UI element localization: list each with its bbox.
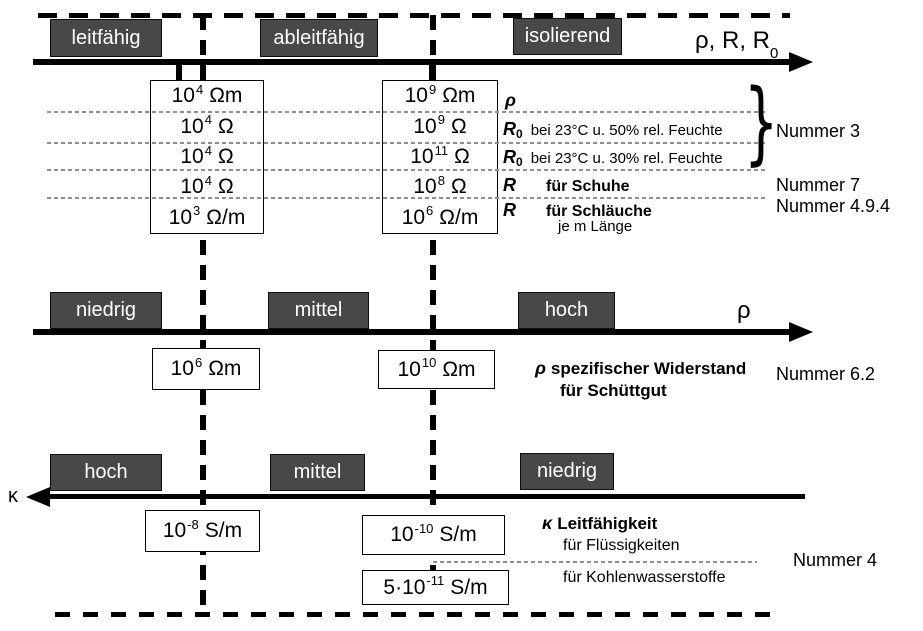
separator-kohlenwasserstoffe [433, 561, 757, 563]
zone-label-ableitfaehig: ableitfähig [260, 19, 378, 57]
threshold-line-left [200, 15, 206, 615]
zone-label-text: niedrig [536, 460, 598, 482]
row-separator [47, 169, 765, 171]
zone-label-isolierend: isolierend [513, 18, 622, 55]
axis3-caption-fluessigkeiten: für Flüssigkeiten [563, 537, 680, 554]
row-note-je-m-laenge: je m Länge [558, 218, 633, 235]
ref-nummer-4: Nummer 4 [793, 550, 878, 570]
axis1-label-sub: 0 [770, 44, 779, 62]
row-separator [47, 197, 765, 199]
frame-dashed-top [38, 13, 790, 18]
axis1-label: ρ, R, R0 [695, 27, 778, 62]
axis1-arrowhead [789, 52, 813, 72]
zone-label-leitfaehig: leitfähig [50, 19, 162, 57]
zone-label-text: niedrig [75, 299, 137, 321]
ref-nummer-494: Nummer 4.9.4 [776, 196, 891, 216]
threshold-line-right [430, 15, 436, 615]
zone-label-mittel-kappa: mittel [270, 454, 365, 491]
ref-nummer-7: Nummer 7 [776, 175, 861, 195]
zone-label-niedrig: niedrig [50, 292, 162, 329]
zone-label-mittel: mittel [268, 292, 369, 329]
zone-label-text: hoch [544, 299, 589, 321]
zone-label-text: isolierend [524, 25, 611, 47]
zone-label-hoch: hoch [518, 292, 615, 329]
row-label-rho: ρ [505, 90, 516, 110]
axis3-label: κ [8, 485, 18, 507]
zone-label-hoch-kappa: hoch [50, 454, 162, 491]
zone-label-text: mittel [293, 461, 342, 483]
axis2-arrowhead [789, 322, 813, 342]
axis3-arrowhead [26, 487, 50, 507]
zone-label-niedrig-kappa: niedrig [520, 453, 614, 490]
row-separator [47, 142, 765, 144]
zone-label-text: ableitfähig [273, 26, 365, 49]
axis1-tick-left [176, 64, 182, 80]
axis3-line [48, 494, 805, 499]
axis3-caption-kohlenwasserstoffe: für Kohlenwasserstoffe [563, 569, 726, 586]
axis2-label: ρ [737, 297, 751, 324]
axis2-line [33, 329, 789, 335]
brace-icon: } [744, 70, 779, 175]
axis1-label-main: ρ, R, R [695, 27, 770, 54]
zone-label-text: hoch [84, 461, 128, 483]
frame-dashed-bottom [55, 612, 772, 617]
zone-label-text: mittel [294, 299, 343, 321]
axis1-line [33, 59, 789, 65]
row-separator [47, 111, 765, 113]
axis1-tick-right [429, 64, 435, 80]
ref-nummer-3: Nummer 3 [776, 121, 861, 141]
ref-nummer-62: Nummer 6.2 [776, 364, 876, 384]
zone-label-text: leitfähig [71, 26, 141, 49]
axis2-caption-line2: für Schüttgut [560, 381, 667, 400]
